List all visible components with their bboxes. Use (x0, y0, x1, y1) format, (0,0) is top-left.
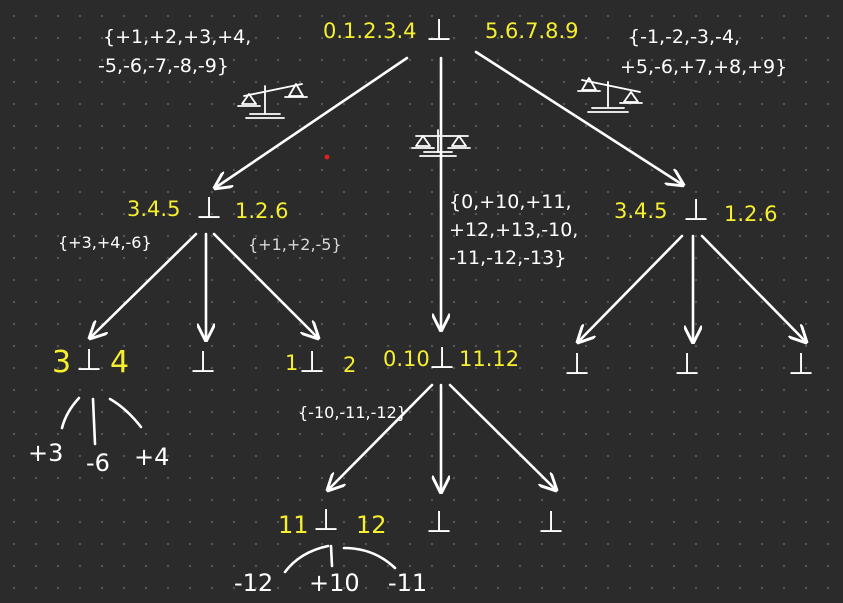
edge-nodeR-1 (578, 234, 684, 342)
branch-set-middle-line3: -11,-12,-13} (449, 247, 567, 269)
leaf-3-4-left-label: 3 (52, 345, 72, 380)
edge-nodeL-3 (212, 232, 318, 338)
leaf-empty-r1-symbol: ⊥ (564, 347, 591, 382)
balance-scale-icon (237, 83, 308, 119)
branch-set-left-line1: {+1,+2,+3,+4, (103, 26, 252, 48)
outcome-stroke-2 (91, 397, 97, 446)
leaf-empty-r3-symbol: ⊥ (788, 347, 815, 382)
outcome-minus12: -12 (234, 569, 274, 597)
leaf-1-2-left-label: 1 (285, 351, 299, 375)
leaf-1-2-symbol: ⊥ (299, 345, 326, 380)
node-right-symbol: ⊥ (683, 193, 710, 228)
leaf-11-12-left-label: 11 (278, 511, 309, 539)
node-left-right-label: 1.2.6 (235, 199, 289, 223)
balance-scale-icon (577, 77, 643, 113)
branch-set-left-line2: -5,-6,-7,-8,-9} (98, 55, 229, 77)
edge-nodeM-1 (328, 383, 434, 490)
node-mid-left-label: 0.10 (383, 347, 430, 371)
leaf-1-2-right-label: 2 (343, 353, 357, 377)
branch-set-right-line2: +5,-6,+7,+8,+9} (620, 56, 788, 78)
leaf-empty-m1-symbol: ⊥ (426, 505, 453, 540)
edge-root-left (215, 56, 409, 188)
branch-set-nodeL-left: {+3,+4,-6} (58, 233, 152, 252)
edge-root-right (474, 50, 683, 185)
outcome-stroke-5 (329, 544, 334, 568)
leaf-11-12-symbol: ⊥ (313, 503, 340, 538)
red-dot (324, 154, 330, 160)
branch-set-middle-line1: {0,+10,+11, (449, 191, 572, 213)
node-mid-right-label: 11.12 (459, 347, 520, 371)
outcome-stroke-1 (60, 396, 81, 430)
balance-scale-icon (411, 129, 471, 157)
leaf-3-4-symbol: ⊥ (76, 343, 103, 378)
node-right-right-label: 1.2.6 (724, 202, 778, 226)
node-right-left-label: 3.4.5 (614, 199, 668, 223)
branch-set-right-line1: {-1,-2,-3,-4, (628, 26, 741, 48)
leaf-empty-a-symbol: ⊥ (190, 345, 217, 380)
root-right-label: 5.6.7.8.9 (485, 19, 579, 43)
edge-nodeM-3 (448, 383, 556, 490)
root-symbol: ⊥ (426, 13, 453, 48)
node-left-symbol: ⊥ (196, 191, 223, 226)
outcome-plus4: +4 (134, 443, 170, 471)
edge-nodeL-1 (90, 232, 198, 338)
outcome-minus6: -6 (86, 449, 110, 477)
outcome-stroke-3 (108, 397, 143, 429)
leaf-empty-r2-symbol: ⊥ (674, 347, 701, 382)
node-left-left-label: 3.4.5 (127, 197, 181, 221)
outcome-plus10: +10 (309, 569, 360, 597)
outcome-minus11: -11 (388, 569, 428, 597)
node-mid-symbol: ⊥ (429, 341, 456, 376)
leaf-3-4-right-label: 4 (110, 345, 130, 380)
outcome-plus3: +3 (28, 439, 64, 467)
outcome-stroke-4 (283, 544, 330, 574)
outcome-stroke-6 (342, 546, 397, 570)
root-left-label: 0.1.2.3.4 (323, 19, 417, 43)
branch-set-middle-line2: +12,+13,-10, (449, 219, 579, 241)
edge-nodeR-3 (700, 234, 806, 342)
branch-set-nodeM-left: {-10,-11,-12} (298, 403, 407, 422)
leaf-empty-m2-symbol: ⊥ (538, 505, 565, 540)
leaf-11-12-right-label: 12 (356, 511, 387, 539)
branch-set-nodeL-right: {+1,+2,-5} (248, 235, 342, 254)
